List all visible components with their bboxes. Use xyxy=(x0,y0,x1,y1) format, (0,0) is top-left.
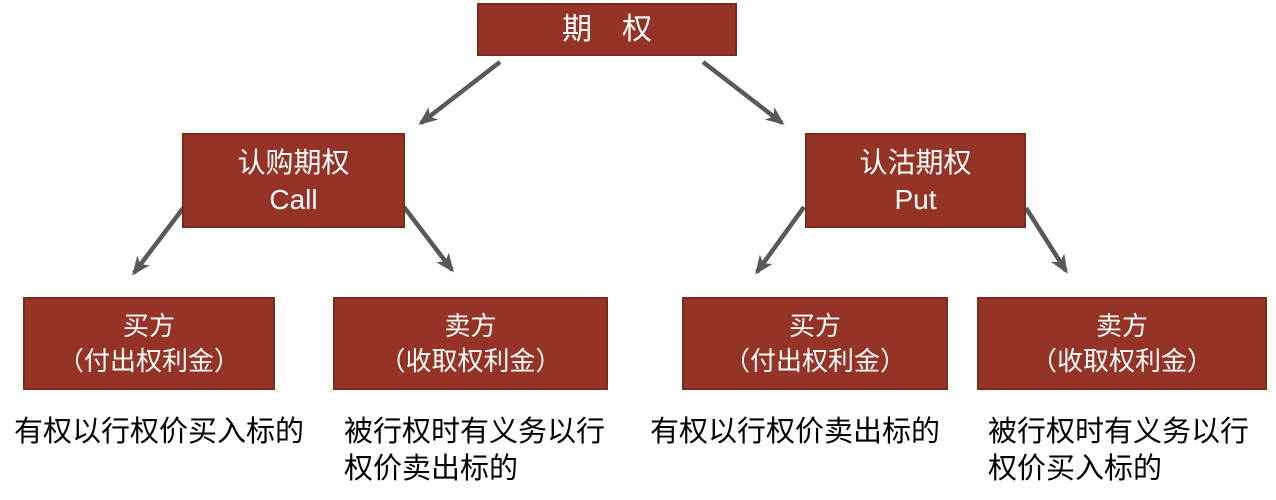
node-options-label: 期 权 xyxy=(562,12,652,46)
caption-put-buyer-line1: 有权以行权价卖出标的 xyxy=(650,416,941,448)
arrow-call-to-seller xyxy=(402,205,454,273)
node-call-title: 认购期权 xyxy=(237,146,350,178)
node-put-seller: 卖方 （收取权利金） xyxy=(977,297,1267,390)
arrow-root-to-put xyxy=(701,60,785,125)
arrow-put-to-seller xyxy=(1024,206,1068,274)
caption-put-seller: 被行权时有义务以行 权价买入标的 xyxy=(988,414,1249,488)
node-put-seller-title: 卖方 xyxy=(1095,310,1148,341)
node-put-title: 认沽期权 xyxy=(859,146,972,178)
node-put-seller-subtitle: （收取权利金） xyxy=(1030,345,1213,376)
node-put-buyer-title: 买方 xyxy=(788,310,841,341)
node-call-seller-subtitle: （收取权利金） xyxy=(379,345,562,376)
caption-call-seller-line2: 权价卖出标的 xyxy=(344,453,519,485)
arrow-root-to-call xyxy=(418,60,502,125)
node-put-option: 认沽期权 Put xyxy=(805,133,1026,228)
node-put-buyer-subtitle: （付出权利金） xyxy=(723,345,906,376)
node-put-buyer: 买方 （付出权利金） xyxy=(682,297,948,390)
node-call-subtitle: Call xyxy=(269,183,318,215)
node-options: 期 权 xyxy=(477,3,737,56)
caption-call-buyer-line1: 有权以行权价买入标的 xyxy=(14,416,305,448)
node-call-seller: 卖方 （收取权利金） xyxy=(333,297,608,390)
node-put-subtitle: Put xyxy=(894,183,937,215)
caption-call-seller: 被行权时有义务以行 权价卖出标的 xyxy=(344,414,605,488)
node-call-buyer: 买方 （付出权利金） xyxy=(23,297,275,390)
node-call-buyer-title: 买方 xyxy=(122,310,175,341)
caption-put-seller-line1: 被行权时有义务以行 xyxy=(988,416,1250,448)
caption-call-buyer: 有权以行权价买入标的 xyxy=(14,414,304,451)
node-call-option: 认购期权 Call xyxy=(182,133,405,228)
arrow-call-to-buyer xyxy=(132,205,186,276)
caption-call-seller-line1: 被行权时有义务以行 xyxy=(344,416,606,448)
arrow-put-to-buyer xyxy=(755,205,806,275)
caption-put-buyer: 有权以行权价卖出标的 xyxy=(650,414,940,451)
node-call-buyer-subtitle: （付出权利金） xyxy=(57,345,240,376)
node-call-seller-title: 卖方 xyxy=(444,310,497,341)
caption-put-seller-line2: 权价买入标的 xyxy=(988,453,1163,485)
